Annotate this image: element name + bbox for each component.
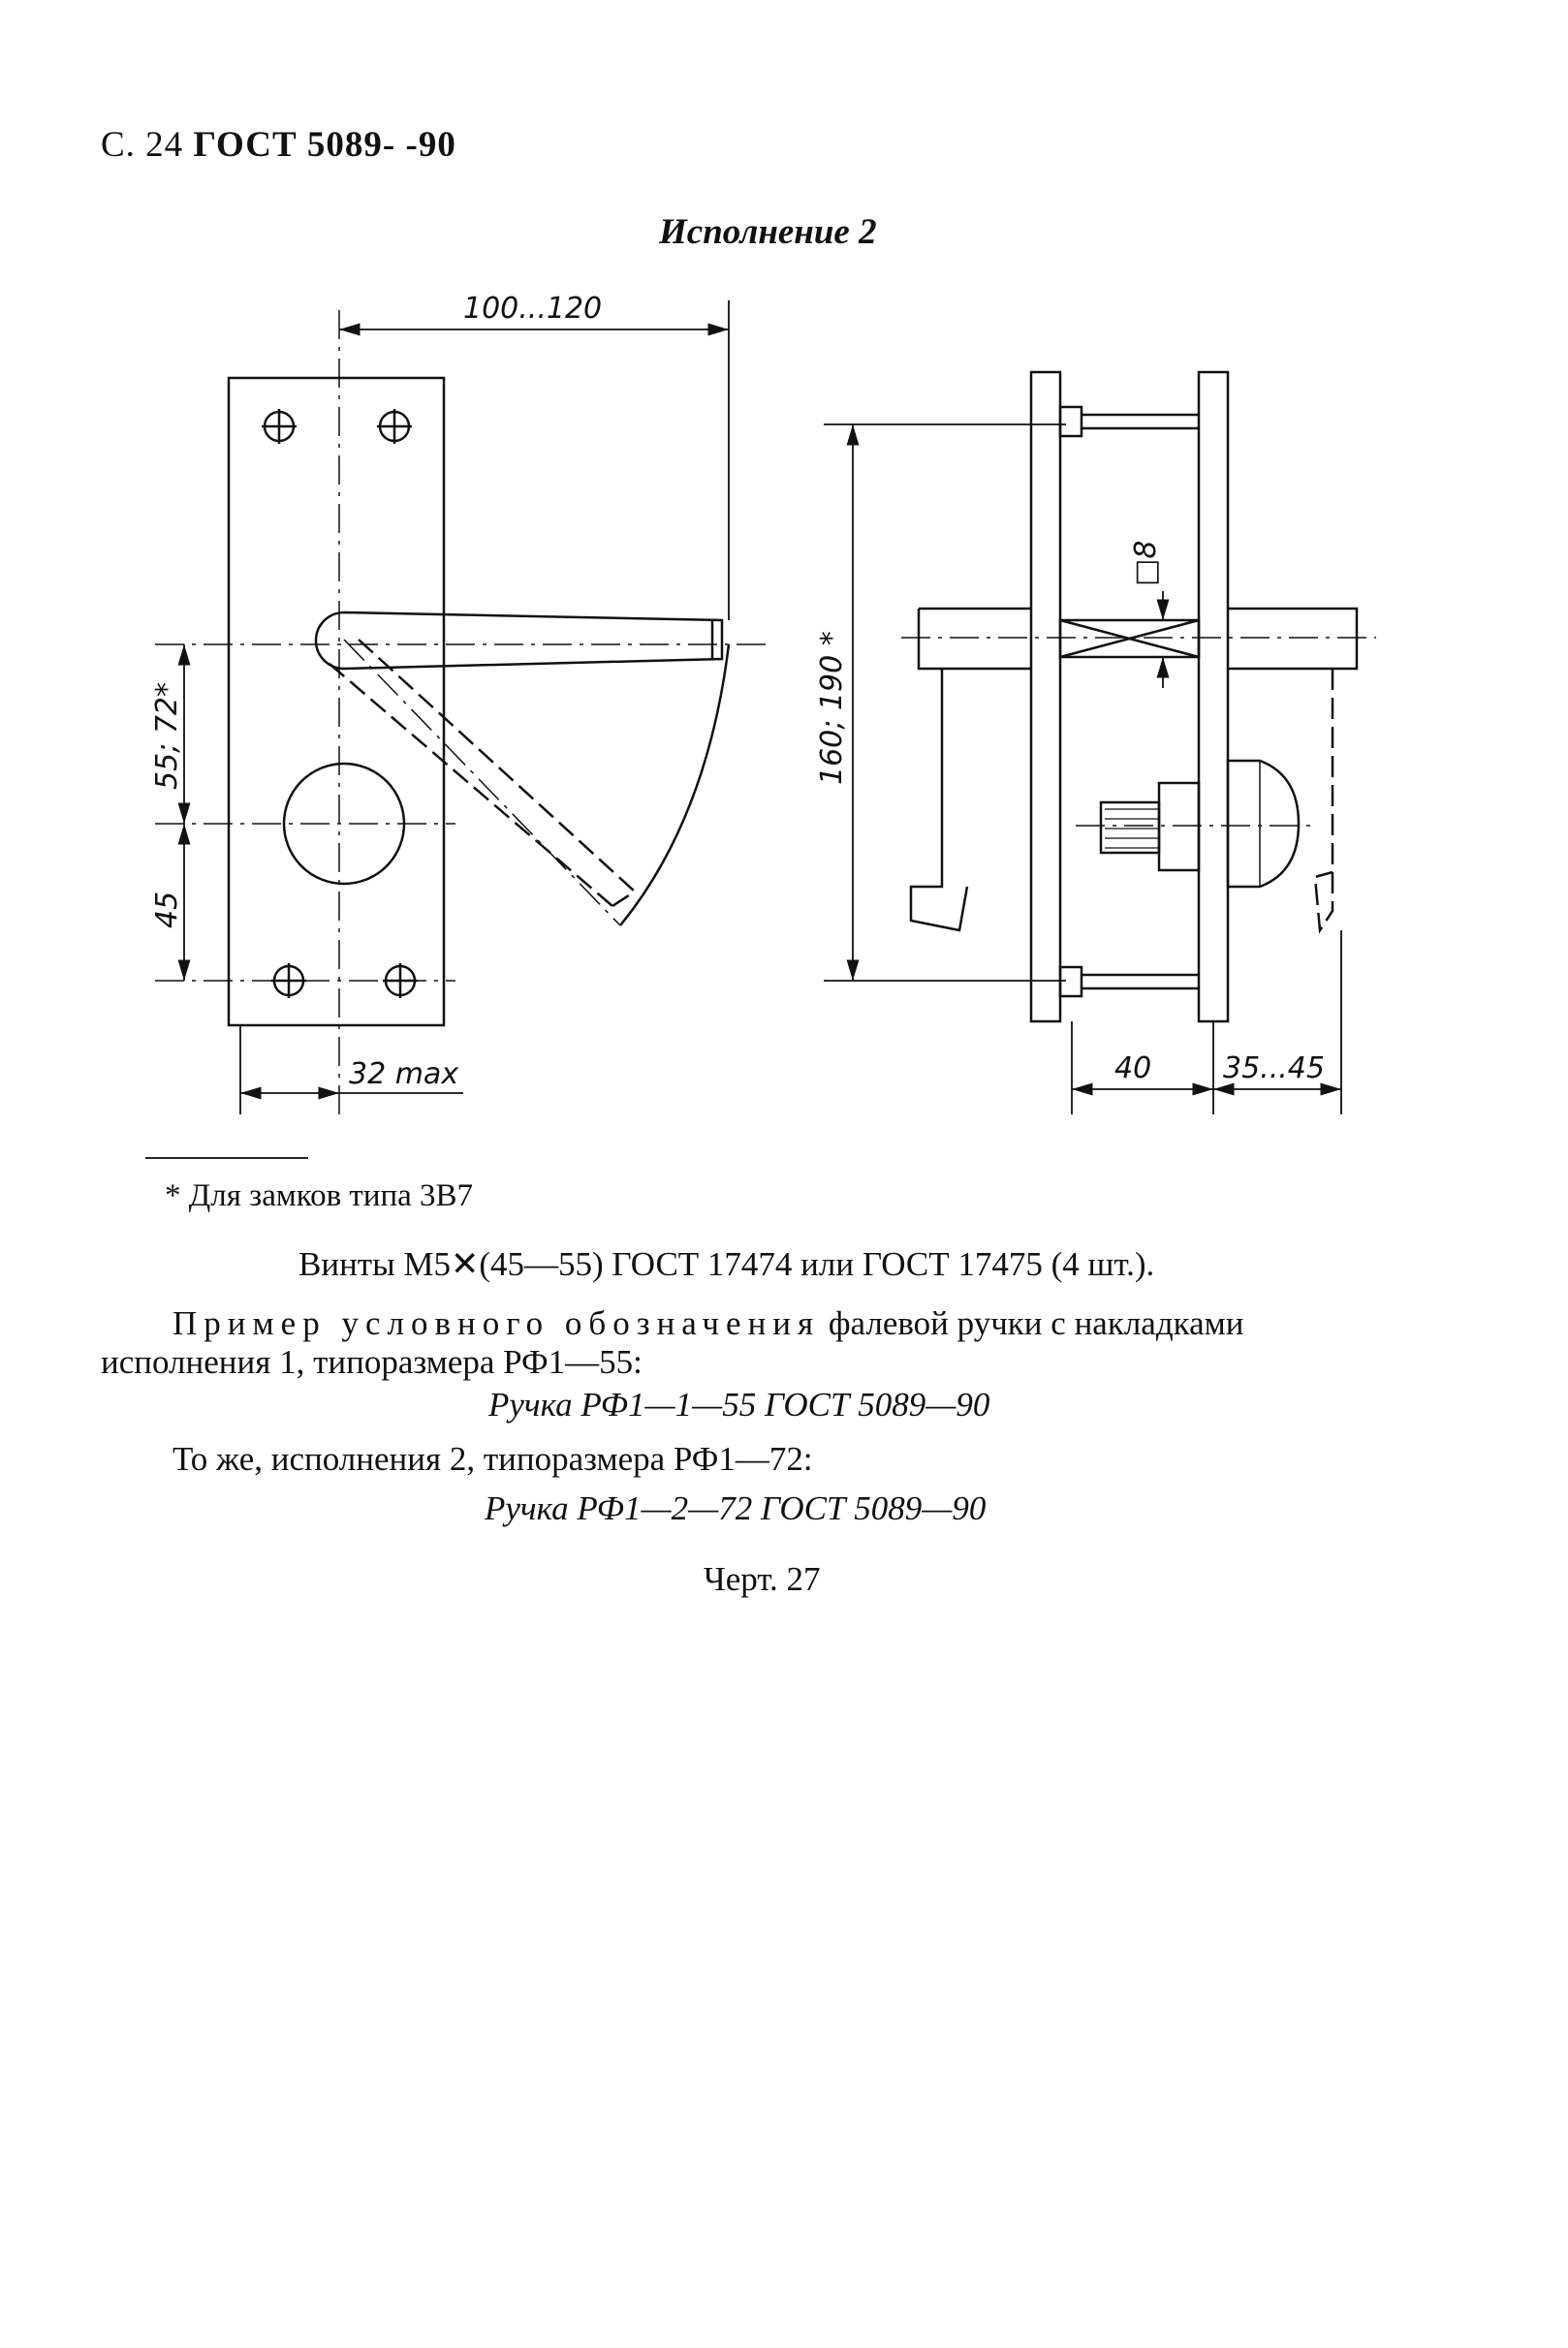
side-view	[824, 370, 1376, 1114]
dim-label-35-45: 35...45	[1223, 1051, 1325, 1085]
side-handle-left	[917, 607, 1031, 671]
footnote-rule	[145, 1157, 308, 1159]
screws-line: Винты М5✕(45—55) ГОСТ 17474 или ГОСТ 174…	[298, 1245, 1155, 1283]
standard-number: ГОСТ 5089- -90	[193, 125, 456, 165]
same-intro: То же, исполнения 2, типоразмера РФ1—72:	[172, 1440, 813, 1478]
dim-label-square-8: □8	[1129, 541, 1163, 586]
side-plate-left	[1029, 370, 1062, 1023]
designation-example-2: Ручка РФ1—2—72 ГОСТ 5089—90	[485, 1489, 987, 1527]
technical-drawing: 100...120 55; 72* 45 32 max 160; 190 * □…	[150, 292, 1376, 1114]
figure-number: Черт. 27	[704, 1560, 821, 1598]
designation-example-1: Ручка РФ1—1—55 ГОСТ 5089—90	[488, 1386, 990, 1424]
page-number: С. 24	[101, 125, 184, 165]
footnote: * Для замков типа 3В7	[165, 1178, 474, 1213]
example-intro-spaced: Пример условного обозначения	[172, 1304, 821, 1342]
side-plate-right	[1197, 370, 1230, 1023]
page-header: С. 24 ГОСТ 5089- -90	[101, 124, 456, 166]
execution-title: Исполнение 2	[659, 212, 877, 252]
dim-label-160-190: 160; 190 *	[815, 631, 849, 785]
front-view	[155, 300, 766, 1114]
dim-label-45: 45	[150, 892, 184, 928]
dim-label-100-120: 100...120	[463, 292, 602, 326]
example-intro-rest: фалевой ручки с накладками	[820, 1304, 1244, 1342]
example-intro: Пример условного обозначения фалевой руч…	[172, 1304, 1244, 1343]
escutcheon-plate	[227, 376, 446, 1027]
dim-label-55-72: 55; 72*	[150, 682, 184, 790]
dim-label-32max: 32 max	[349, 1057, 458, 1091]
example-intro-line2: исполнения 1, типоразмера РФ1—55:	[101, 1343, 643, 1381]
dim-label-40: 40	[1114, 1051, 1151, 1085]
handle-lever	[314, 610, 724, 671]
